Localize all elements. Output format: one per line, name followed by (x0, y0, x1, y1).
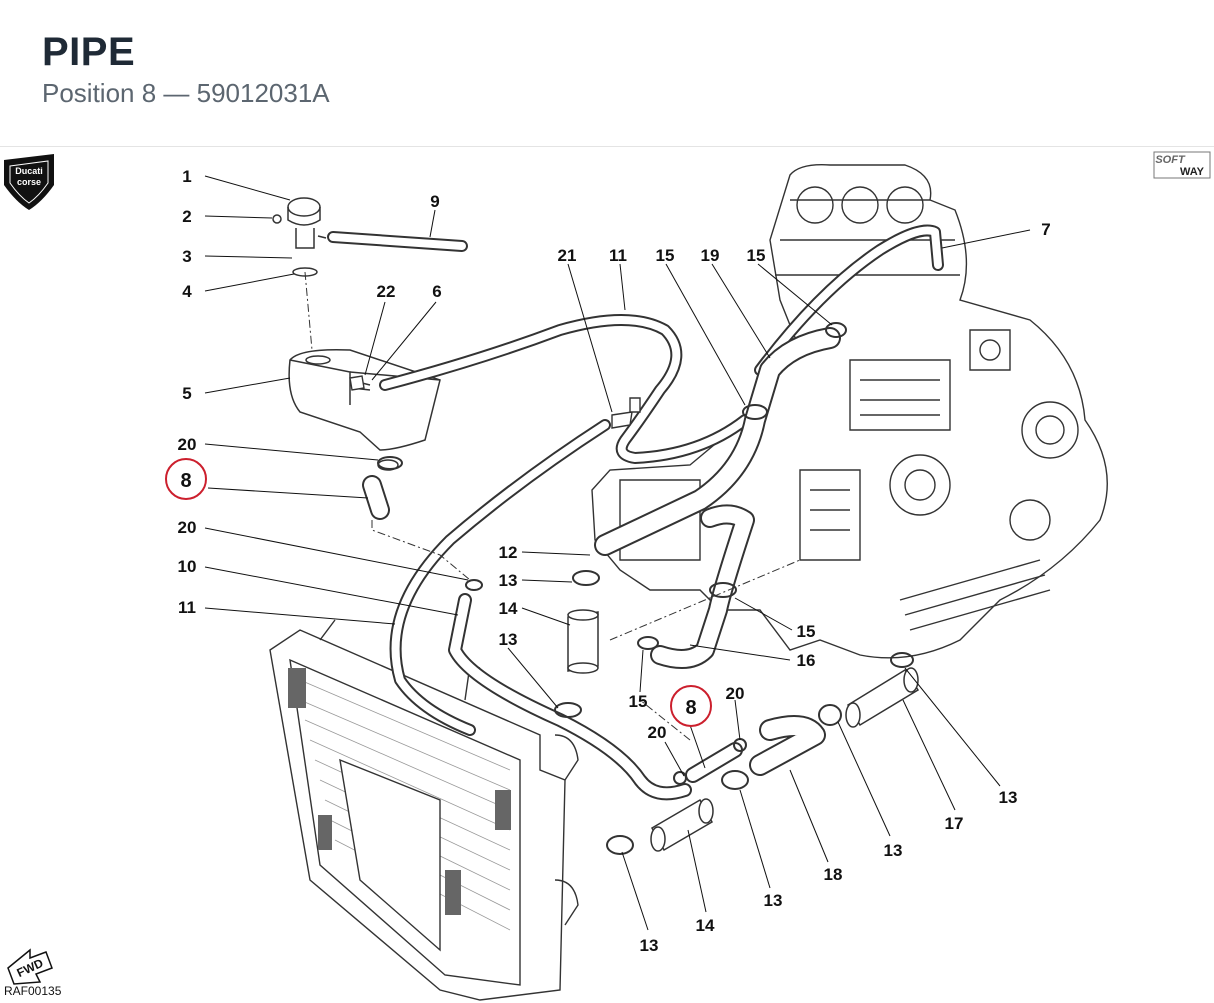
callout-22: 22 (377, 282, 396, 301)
leader-lines (204, 175, 1031, 931)
callout-20-d: 20 (648, 723, 667, 742)
callout-15-a: 15 (656, 246, 675, 265)
drawing-code: RAF00135 (4, 984, 62, 998)
parts-diagram: Ducati corse SOFT WAY (0, 147, 1214, 1003)
callout-16: 16 (797, 651, 816, 670)
callout-14-lower: 14 (696, 916, 715, 935)
callout-4: 4 (182, 282, 192, 301)
hoses (327, 224, 944, 801)
callout-labels: 1 2 3 4 5 20 8 20 10 11 9 22 6 21 11 15 … (178, 167, 1051, 955)
alignment-lines (304, 271, 801, 741)
hose-clamps (377, 322, 914, 855)
callout-3: 3 (182, 247, 191, 266)
callout-17: 17 (945, 814, 964, 833)
callout-20-c: 20 (726, 684, 745, 703)
callout-18: 18 (824, 865, 843, 884)
callout-13-a: 13 (499, 571, 518, 590)
callout-11-upper: 11 (609, 246, 627, 265)
callout-1: 1 (182, 167, 191, 186)
page-header: PIPE Position 8 — 59012031A (0, 0, 1214, 147)
badge-soft: SOFT (1155, 154, 1186, 166)
callout-13-e: 13 (764, 891, 783, 910)
fittings (349, 375, 641, 429)
callout-13-c: 13 (999, 788, 1018, 807)
callout-12: 12 (499, 543, 518, 562)
callout-14-upper: 14 (499, 599, 518, 618)
callout-15-b: 15 (747, 246, 766, 265)
callout-13-d: 13 (884, 841, 903, 860)
logo-text-corse: corse (17, 177, 41, 187)
callout-20-tank: 20 (178, 435, 197, 454)
callout-11-lower: 11 (178, 598, 196, 617)
radiator (269, 619, 579, 1001)
callout-8-highlighted-upper: 8 (180, 470, 191, 492)
logo-text-ducati: Ducati (15, 166, 43, 176)
callout-9: 9 (430, 192, 439, 211)
fwd-arrow-icon: FWD (7, 948, 53, 985)
callout-6: 6 (432, 282, 441, 301)
badge-way: WAY (1180, 166, 1205, 178)
softway-badge: SOFT WAY (1153, 151, 1211, 179)
page-subtitle: Position 8 — 59012031A (42, 78, 330, 108)
callout-8-highlighted-lower: 8 (685, 697, 696, 719)
highlight-circles (165, 458, 712, 727)
sleeves (567, 609, 920, 852)
callout-19: 19 (701, 246, 720, 265)
engine-block (591, 164, 1108, 659)
callout-13-f: 13 (640, 936, 659, 955)
callout-15-c: 15 (797, 622, 816, 641)
callout-5: 5 (182, 384, 191, 403)
page-title: PIPE (42, 30, 136, 74)
callout-2: 2 (182, 207, 191, 226)
callout-15-d: 15 (629, 692, 648, 711)
callout-10: 10 (178, 557, 197, 576)
callout-13-b: 13 (499, 630, 518, 649)
ducati-corse-logo: Ducati corse (4, 154, 54, 210)
callout-7: 7 (1041, 220, 1050, 239)
callout-20-mid: 20 (178, 518, 197, 537)
callout-21: 21 (558, 246, 577, 265)
